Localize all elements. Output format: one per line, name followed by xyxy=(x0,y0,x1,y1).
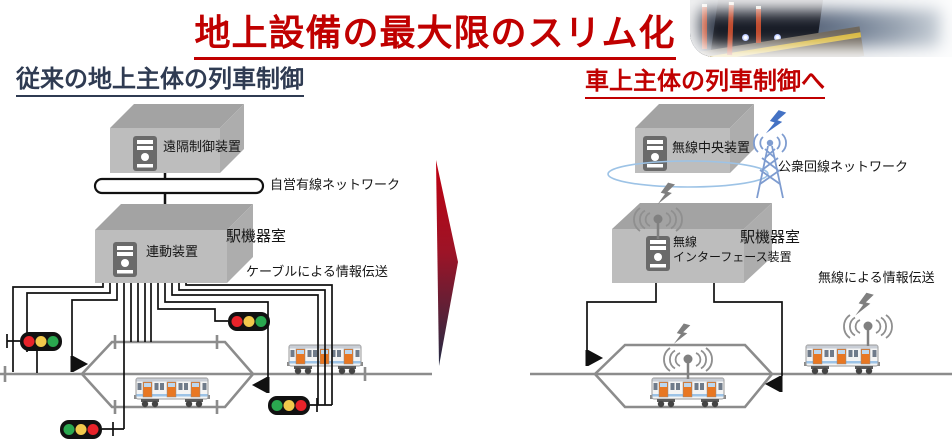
signal-icon xyxy=(60,420,102,439)
wired-network-bus xyxy=(93,177,265,195)
station-room-label-left: 駅機器室 xyxy=(226,227,287,245)
track-left xyxy=(0,335,432,414)
equipment-house-station-left xyxy=(95,204,253,283)
cable-lines xyxy=(6,283,333,436)
radio-coverage-ellipse xyxy=(607,160,769,188)
server-icon xyxy=(646,236,670,271)
signal-icon xyxy=(20,332,62,351)
station-room-label-right: 駅機器室 xyxy=(740,228,801,246)
signal-icon xyxy=(228,312,270,331)
interlocking-label: 連動装置 xyxy=(146,245,199,260)
radio-interface-label-line2: インターフェース装置 xyxy=(673,250,792,264)
lightning-icon xyxy=(673,322,691,347)
train-icon xyxy=(803,344,881,375)
equipment-house-remote xyxy=(110,104,244,173)
radio-antenna-icon xyxy=(842,313,894,348)
point-machine-icon xyxy=(764,376,783,392)
radio-tower-icon xyxy=(753,133,787,199)
point-machine-icon xyxy=(70,356,89,372)
equipment-house-radio-central xyxy=(635,104,754,173)
equipment-house-station-right xyxy=(612,181,772,283)
train-icon xyxy=(649,377,727,408)
radio-note-label: 無線による情報伝送 xyxy=(818,271,935,286)
photo-pole xyxy=(702,4,707,49)
page-title: 地上設備の最大限のスリム化 xyxy=(150,4,720,60)
station-photo xyxy=(690,0,952,57)
transition-arrow xyxy=(436,160,458,366)
train-icon xyxy=(133,377,211,408)
photo-pole xyxy=(756,6,761,43)
radio-central-label: 無線中央装置 xyxy=(672,141,751,156)
cable-note-label: ケーブルによる情報伝送 xyxy=(246,265,388,280)
radio-interface-label-line1: 無線 xyxy=(673,235,698,249)
public-network-label: 公衆回線ネットワーク xyxy=(778,160,909,175)
right-panel-heading: 車上主体の列車制御へ xyxy=(540,61,870,99)
page-title-text: 地上設備の最大限のスリム化 xyxy=(194,4,676,60)
point-machine-icon xyxy=(251,377,270,393)
signal-icon xyxy=(268,396,310,415)
server-icon xyxy=(113,242,137,277)
photo-headlight xyxy=(742,34,749,41)
lightning-icon xyxy=(765,108,787,138)
remote-control-label: 遠隔制御装置 xyxy=(163,140,242,155)
point-machine-icon xyxy=(585,350,604,366)
cable-lines xyxy=(586,283,783,376)
server-icon xyxy=(643,136,667,171)
photo-headlight xyxy=(774,34,781,41)
left-panel-heading: 従来の地上主体の列車制御 xyxy=(16,59,304,97)
wired-network-label: 自営有線ネットワーク xyxy=(270,178,401,193)
track-right xyxy=(530,343,952,409)
server-icon xyxy=(133,136,157,171)
lightning-icon xyxy=(855,291,874,319)
